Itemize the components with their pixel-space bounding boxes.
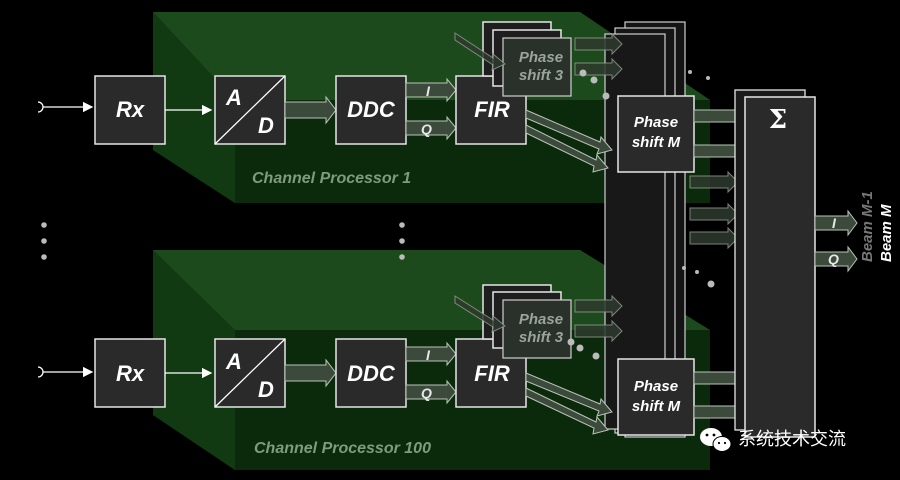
fir-to-phase-m-arrow-q-bottom: [525, 387, 609, 435]
q-label-top: Q: [421, 121, 432, 137]
q-label-bottom: Q: [421, 385, 432, 401]
ddc-label-top: DDC: [347, 97, 396, 122]
phase-3-label-line2-bottom: shift 3: [519, 329, 564, 346]
phase-shift-stack-bottom: [454, 284, 623, 359]
adc-diagonal-top: [214, 75, 286, 145]
output-i-label: I: [832, 215, 837, 231]
sum-i-output-arrow: [814, 209, 858, 237]
i-label-bottom: I: [426, 347, 431, 363]
summer-input-arrows: [689, 170, 739, 250]
channel-processor-100-label: Channel Processor 100: [254, 440, 431, 457]
phase-shift-m-block-top: [617, 95, 695, 173]
sum-q-output-arrow: [814, 245, 858, 273]
ddc-block-bottom: [335, 338, 407, 408]
ddc-i-arrow-bottom: [405, 341, 457, 367]
summation-stack: [734, 89, 816, 438]
fir-to-phase-m-arrow-q-top: [525, 124, 609, 173]
adc-label-d-bottom: D: [258, 377, 274, 402]
beam-m-label: Beam M: [878, 204, 895, 262]
fir-to-phase-m-arrow-i-bottom: [525, 372, 613, 417]
watermark-text: 系统技术交流: [738, 429, 846, 450]
fir-label-bottom: FIR: [474, 361, 510, 386]
phase-m-label-line1-top: Phase: [634, 114, 678, 131]
adc-label-a-top: A: [225, 85, 242, 110]
phase-m-label-line2-bottom: shift M: [632, 398, 681, 415]
ddc-label-bottom: DDC: [347, 361, 396, 386]
output-q-label: Q: [828, 251, 839, 267]
beam-m-minus-1-label: Beam M-1: [859, 191, 876, 262]
ellipsis-dots-center: [399, 222, 405, 260]
rx-label-top: Rx: [116, 97, 145, 122]
phase-shift-m-block-bottom: [617, 358, 695, 436]
adc-label-a-bottom: A: [225, 349, 242, 374]
input-connector-bottom: [37, 366, 94, 378]
rx-label-bottom: Rx: [116, 361, 145, 386]
fir-to-phase-m-arrow-i-top: [525, 109, 613, 155]
phase-shift-stack-top: [454, 21, 623, 97]
fir-label-top: FIR: [474, 97, 510, 122]
i-label-top: I: [426, 83, 431, 99]
adc-to-ddc-arrow-top: [284, 95, 337, 125]
adc-to-ddc-arrow-bottom: [284, 358, 337, 388]
rx-block-top: [94, 75, 166, 145]
ddc-block-top: [335, 75, 407, 145]
ellipsis-dots-phase: [567, 69, 715, 360]
phase-m-label-line2-top: shift M: [632, 134, 681, 151]
phase-3-label-line1-bottom: Phase: [519, 311, 563, 328]
watermark: 系统技术交流: [700, 428, 846, 452]
phase-3-label-line1-top: Phase: [519, 49, 563, 66]
ddc-q-arrow-bottom: [405, 379, 457, 405]
sum-symbol: Σ: [769, 105, 787, 135]
phase-3-label-line2-top: shift 3: [519, 67, 564, 84]
adc-diagonal-bottom: [214, 338, 286, 408]
ddc-i-arrow-top: [405, 77, 457, 103]
input-connector-top: [37, 101, 94, 113]
ellipsis-dots-left: [41, 222, 47, 260]
phase-m-label-line1-bottom: Phase: [634, 378, 678, 395]
ddc-q-arrow-top: [405, 115, 457, 141]
adc-label-d-top: D: [258, 113, 274, 138]
channel-processor-1-label: Channel Processor 1: [252, 170, 411, 187]
